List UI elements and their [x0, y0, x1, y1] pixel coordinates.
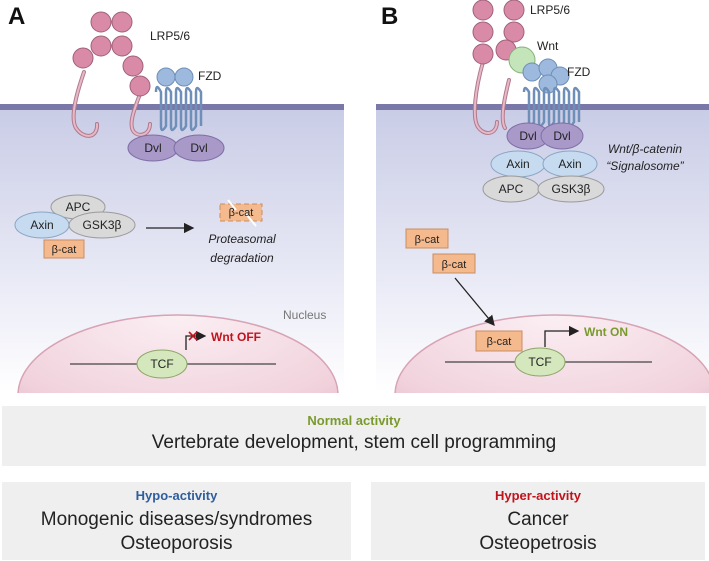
gsk3b-a — [68, 211, 136, 239]
apc-b-label: APC — [499, 182, 524, 196]
fzd-label-a: FZD — [198, 69, 222, 83]
transcription-arrow-b — [544, 325, 580, 347]
nuclear-import-arrow — [454, 277, 495, 327]
wnt-pathway-diagram: A LRP5/6 FZD Dvl Dvl AP — [0, 0, 709, 393]
hypo-activity-label: Hypo-activity — [135, 488, 218, 503]
panel-b: B LRP5/6 Wnt FZD Dvl — [376, 0, 709, 393]
fzd-label-b: FZD — [567, 65, 591, 79]
axin-b-1-label: Axin — [506, 157, 529, 171]
dvl-b-2-label: Dvl — [553, 129, 570, 143]
hyper-activity-label: Hyper-activity — [495, 488, 581, 503]
bcat-b-1 — [405, 228, 449, 249]
fzd-receptor-b — [522, 58, 581, 128]
wnt-off-label: Wnt OFF — [211, 330, 261, 344]
plasma-membrane-b — [376, 104, 709, 110]
lrp-label-b: LRP5/6 — [530, 3, 570, 17]
nucleus-label: Nucleus — [283, 308, 326, 322]
tcf-a — [136, 349, 188, 379]
bcat-b-2-label: β-cat — [442, 259, 467, 271]
lrp-label-a: LRP5/6 — [150, 29, 190, 43]
dvl-a-2 — [173, 134, 225, 162]
degraded-bcat — [219, 199, 263, 227]
normal-activity-text: Vertebrate development, stem cell progra… — [151, 432, 557, 453]
panel-a: A LRP5/6 FZD Dvl Dvl AP — [0, 3, 344, 393]
proteasomal-label: Proteasomal — [208, 232, 276, 246]
block-x-icon — [188, 331, 198, 341]
hypo-activity-box: Hypo-activity Monogenic diseases/syndrom… — [2, 482, 351, 560]
bcat-a — [43, 239, 85, 259]
panel-a-letter: A — [8, 3, 25, 30]
dvl-b-1-label: Dvl — [519, 129, 536, 143]
degraded-bcat-label: β-cat — [229, 207, 254, 219]
fzd-receptor-a — [154, 67, 203, 132]
wnt-label: Wnt — [537, 39, 559, 53]
dvl-a-2-label: Dvl — [190, 141, 207, 155]
tcf-b — [514, 347, 566, 377]
axin-b-2-label: Axin — [558, 157, 581, 171]
normal-activity-box: Normal activity Vertebrate development, … — [2, 406, 706, 466]
bcat-nuclear — [475, 330, 523, 352]
bcat-a-label: β-cat — [52, 244, 77, 256]
tcf-b-label: TCF — [528, 355, 551, 369]
axin-a-label: Axin — [30, 218, 53, 232]
signalosome-title: Wnt/β-catenin — [608, 142, 683, 156]
panel-b-letter: B — [381, 3, 398, 30]
gsk3b-b — [537, 175, 605, 203]
hypo-activity-line-1: Monogenic diseases/syndromes — [40, 509, 313, 530]
signalosome-subtitle: “Signalosome” — [606, 159, 684, 173]
wnt-on-label: Wnt ON — [584, 325, 628, 339]
hypo-activity-line-2: Osteoporosis — [120, 533, 233, 554]
dvl-a-1-label: Dvl — [144, 141, 161, 155]
tcf-a-label: TCF — [150, 357, 173, 371]
bcat-b-2 — [432, 253, 476, 274]
gsk3b-a-label: GSK3β — [83, 218, 122, 232]
apc-a-label: APC — [66, 200, 91, 214]
hyper-activity-box: Hyper-activity Cancer Osteopetrosis — [371, 482, 705, 560]
bcat-nuclear-label: β-cat — [487, 336, 512, 348]
gsk3b-b-label: GSK3β — [552, 182, 591, 196]
transcription-arrow-a — [185, 330, 207, 350]
dvl-b-2 — [540, 122, 584, 150]
degradation-label: degradation — [210, 251, 274, 265]
normal-activity-label: Normal activity — [307, 413, 401, 428]
lrp-receptor-b — [472, 0, 525, 135]
hyper-activity-line-2: Osteopetrosis — [479, 533, 597, 554]
lrp-receptor-a — [71, 11, 152, 138]
hyper-activity-line-1: Cancer — [507, 509, 569, 530]
bcat-b-1-label: β-cat — [415, 234, 440, 246]
